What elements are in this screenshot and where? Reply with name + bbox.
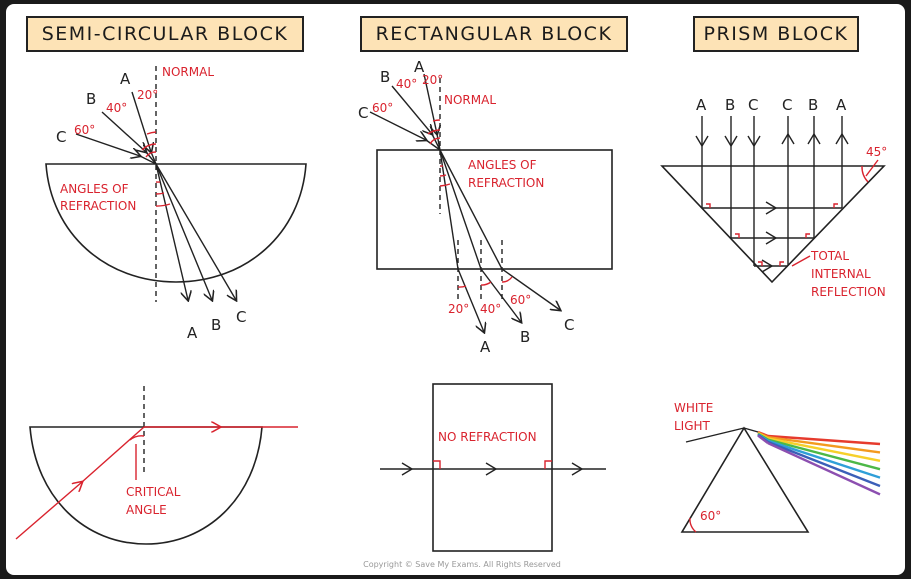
ray-b-exit-label: B [211, 316, 221, 334]
ray-c-exit-label: C [236, 308, 246, 326]
semi-circular-critical-angle: CRITICAL ANGLE [15, 386, 298, 545]
spectrum-ray-4 [767, 439, 881, 479]
spectrum-inner-6 [757, 434, 769, 445]
rect-incident-ray-c [369, 111, 426, 140]
prism-ray-b-in-label: B [725, 96, 735, 114]
prism-angle-45-label: 45° [866, 145, 887, 159]
rect-ray-b-exit-label: B [520, 328, 530, 346]
angle-40-label: 40° [106, 101, 127, 115]
prism-ray-b-out-label: B [808, 96, 818, 114]
rect-ray-c-exit-label: C [564, 316, 574, 334]
refracted-ray-c [155, 163, 236, 300]
refracted-ray-b [155, 163, 212, 300]
semi-circular-refraction: NORMAL 20° 40° 60° A B C ANGLES OF REFRA… [45, 65, 307, 342]
incident-ray-c [75, 133, 140, 156]
rect-exit-ray-a [457, 268, 484, 332]
rectangular-no-refraction: NO REFRACTION [380, 383, 606, 552]
spectrum-fan [757, 430, 881, 496]
internal-label: INTERNAL [811, 267, 871, 281]
spectrum-ray-3 [767, 438, 881, 471]
rect-ray-c-label: C [358, 104, 368, 122]
rect-exit-20-label: 20° [448, 302, 469, 316]
rect-ray-b-label: B [380, 68, 390, 86]
rect-angle-20-label: 20° [422, 73, 443, 87]
ray-a-label: A [120, 70, 131, 88]
title-prism-block: PRISM BLOCK [693, 16, 859, 52]
rect-ray-a-exit-label: A [480, 338, 491, 356]
semi-circular-block-shape [45, 163, 307, 283]
ray-b-label: B [86, 90, 96, 108]
prism-ray-c-out-label: C [782, 96, 792, 114]
rect-exit-60-label: 60° [510, 293, 531, 307]
physics-diagram: NORMAL 20° 40° 60° A B C ANGLES OF REFRA… [15, 58, 887, 569]
title-semi-circular-block: SEMI-CIRCULAR BLOCK [26, 16, 304, 52]
ray-c-label: C [56, 128, 66, 146]
rect-normal-label: NORMAL [444, 93, 496, 107]
spectrum-ray-5 [767, 440, 881, 488]
rect-ray-a-label: A [414, 58, 425, 76]
incident-ray-critical [15, 482, 82, 540]
rect-refraction-label: REFRACTION [468, 176, 544, 190]
light-label: LIGHT [674, 419, 711, 433]
rect-angle-40-label: 40° [396, 77, 417, 91]
diagram-frame: SEMI-CIRCULAR BLOCK RECTANGULAR BLOCK PR… [6, 4, 905, 575]
copyright-notice: Copyright © Save My Exams. All Rights Re… [363, 560, 561, 569]
white-light-ray [685, 427, 745, 443]
prism-ray-a-in-label: A [696, 96, 707, 114]
prism-ray-a-out-label: A [836, 96, 847, 114]
no-refraction-label: NO REFRACTION [438, 430, 537, 444]
prism-dispersion: WHITE LIGHT 60° [674, 401, 881, 533]
spectrum-ray-2 [767, 437, 881, 462]
dispersion-prism-shape [680, 426, 810, 533]
angles-of-label: ANGLES OF [60, 182, 129, 196]
total-label: TOTAL [810, 249, 849, 263]
rect-angles-of-label: ANGLES OF [468, 158, 537, 172]
rectangular-refraction: A B C 40° 20° 60° NORMAL ANGLES OF REFRA… [358, 58, 613, 356]
rect-exit-ray-b [480, 268, 521, 322]
prism-total-internal-reflection: A B C C B A 45° TOTAL INTERNAL REFLECTIO… [660, 96, 887, 299]
critical-label: CRITICAL [126, 485, 181, 499]
angle-label: ANGLE [126, 503, 167, 517]
white-label: WHITE [674, 401, 713, 415]
prism-block-shape [660, 165, 886, 284]
rect-exit-ray-c [501, 268, 560, 310]
incident-ray-b [101, 111, 146, 152]
prism-ray-c-in-label: C [748, 96, 758, 114]
prism-angle-60-label: 60° [700, 509, 721, 523]
normal-label: NORMAL [162, 65, 214, 79]
angle-20-label: 20° [137, 88, 158, 102]
spectrum-ray-1 [767, 436, 881, 454]
spectrum-ray-0 [767, 434, 881, 446]
rectangular-block-shape [376, 149, 613, 270]
title-rectangular-block: RECTANGULAR BLOCK [360, 16, 628, 52]
rect-exit-40-label: 40° [480, 302, 501, 316]
rect-incident-ray-b [391, 85, 432, 134]
ray-a-exit-label: A [187, 324, 198, 342]
reflection-label: REFLECTION [811, 285, 886, 299]
spectrum-ray-6 [767, 442, 881, 496]
angle-60-label: 60° [74, 123, 95, 137]
semi-circular-block-lower [29, 426, 263, 545]
rect-angle-60-label: 60° [372, 101, 393, 115]
refracted-ray-a [155, 163, 188, 300]
refraction-label: REFRACTION [60, 199, 136, 213]
rect-incident-ray-a [423, 73, 437, 134]
